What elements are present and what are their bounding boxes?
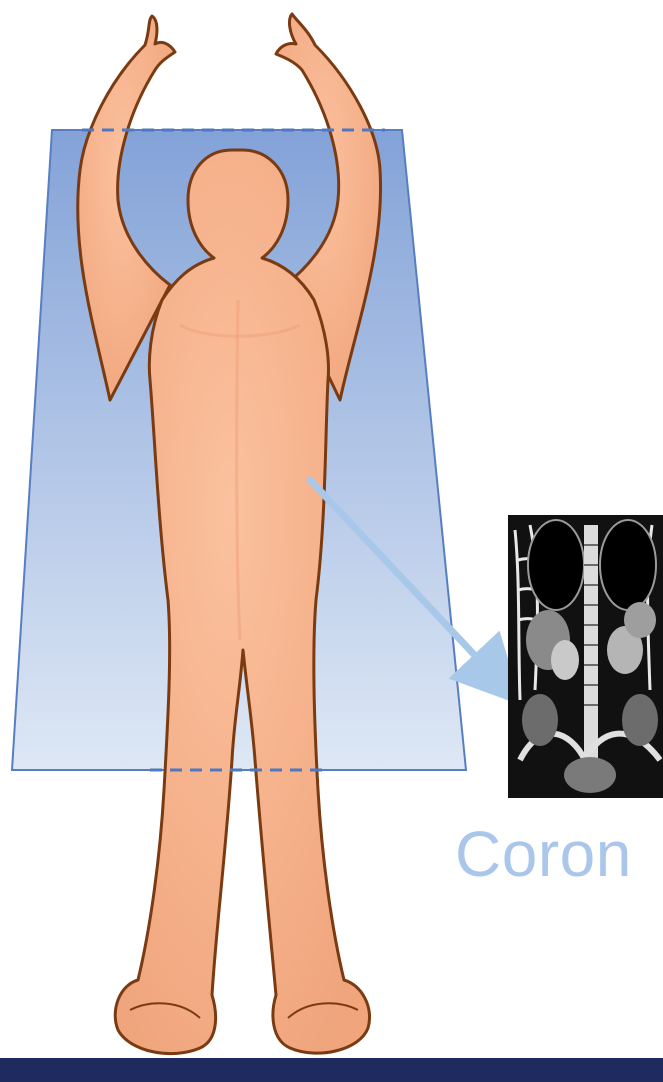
- plane-caption: Coron: [455, 822, 632, 886]
- ct-scan-image: [508, 515, 663, 798]
- bottom-bar: [0, 1058, 663, 1082]
